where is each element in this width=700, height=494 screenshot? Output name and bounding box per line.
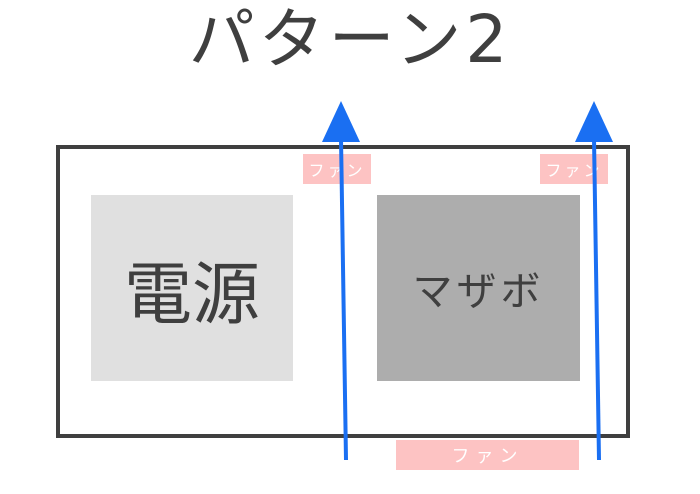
fan-top-left-label: ファン — [308, 161, 366, 180]
motherboard-block: マザボ — [377, 195, 580, 381]
fan-top-left: ファン — [303, 154, 371, 184]
fan-bottom: ファン — [396, 440, 579, 470]
fan-top-right: ファン — [540, 154, 608, 184]
airflow-arrow-left — [322, 101, 360, 461]
airflow-arrow-right — [575, 101, 613, 461]
fan-bottom-label: ファン — [451, 446, 524, 467]
diagram-title: パターン2 — [188, 1, 512, 78]
power-supply-block: 電源 — [91, 195, 293, 381]
power-supply-label: 電源 — [123, 255, 260, 335]
fan-top-right-label: ファン — [545, 161, 603, 180]
motherboard-label: マザボ — [412, 269, 545, 315]
